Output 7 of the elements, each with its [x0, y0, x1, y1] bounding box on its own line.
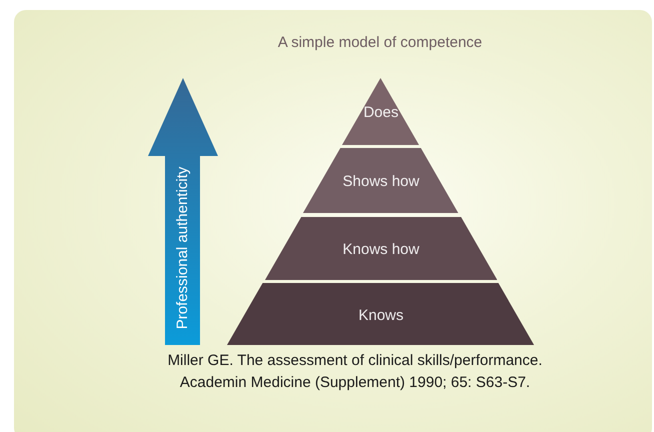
tier-label: Does [363, 103, 398, 124]
citation-caption: Miller GE. The assessment of clinical skills/performance. Academin Medicine (Supplement) 1990; 65: S63-S7. [166, 351, 544, 393]
tier-label: Shows how [342, 172, 420, 192]
arrow-label: Professional authenticity [172, 166, 192, 330]
diagram-title: A simple model of competence [276, 33, 484, 53]
tier-label: Knows [358, 306, 404, 326]
tier-label: Knows how [342, 240, 420, 260]
